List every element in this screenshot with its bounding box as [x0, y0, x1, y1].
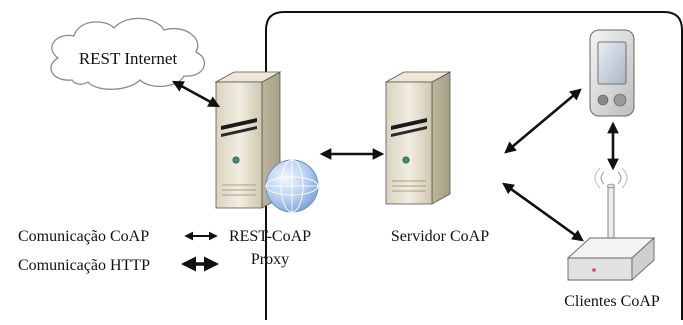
globe-icon	[265, 159, 319, 213]
proxy-label-line1: REST-CoAP	[229, 228, 311, 245]
coap-server-icon	[384, 71, 452, 205]
cloud-label: REST Internet	[79, 49, 178, 68]
arrow-server-router	[502, 182, 584, 242]
proxy-label-line2: Proxy	[251, 251, 289, 268]
network-boundary-frame	[265, 11, 683, 320]
server-label: Servidor CoAP	[391, 228, 489, 245]
connection-arrows	[171, 80, 619, 272]
clients-label: Clientes CoAP	[564, 293, 660, 310]
arrow-cloud-proxy	[171, 80, 221, 108]
arrow-server-pda	[504, 88, 582, 154]
router-device-icon	[566, 167, 656, 282]
pda-device-icon	[589, 29, 635, 117]
rest-internet-cloud: REST Internet	[50, 17, 206, 90]
legend-http-label: Comunicação HTTP	[18, 257, 150, 274]
legend-coap-label: Comunicação CoAP	[18, 228, 149, 245]
